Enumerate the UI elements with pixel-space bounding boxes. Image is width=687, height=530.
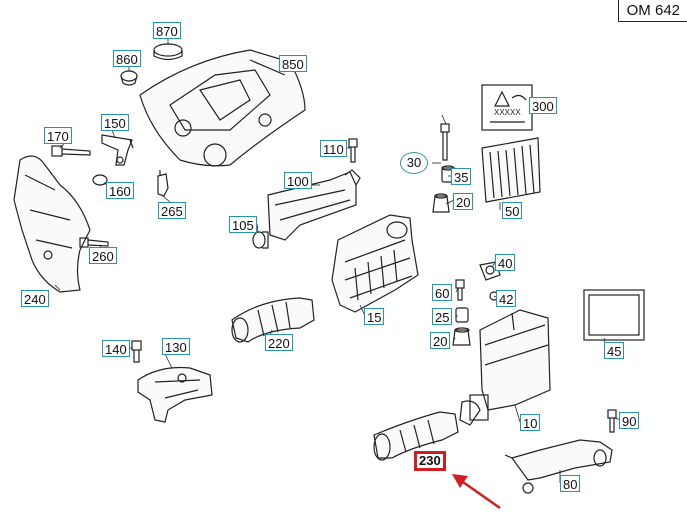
bolt-90 bbox=[607, 409, 617, 433]
filter-panel-45 bbox=[583, 289, 645, 341]
callout-20-lower[interactable]: 20 bbox=[430, 332, 451, 349]
air-filter-housing-15 bbox=[331, 214, 419, 313]
callout-860[interactable]: 860 bbox=[113, 50, 141, 67]
callout-850[interactable]: 850 bbox=[279, 55, 307, 72]
callout-60[interactable]: 60 bbox=[432, 284, 453, 301]
callout-130[interactable]: 130 bbox=[162, 338, 190, 355]
callout-40[interactable]: 40 bbox=[495, 254, 516, 271]
callout-25[interactable]: 25 bbox=[432, 308, 453, 325]
bolt-60 bbox=[455, 279, 465, 301]
hose-220 bbox=[231, 297, 315, 343]
air-filter-housing-10 bbox=[469, 309, 551, 421]
bracket-130 bbox=[137, 366, 213, 423]
sensor-40 bbox=[479, 261, 501, 281]
callout-265[interactable]: 265 bbox=[158, 202, 186, 219]
mount-20-upper bbox=[432, 193, 450, 213]
callout-15[interactable]: 15 bbox=[364, 308, 385, 325]
grommet-160 bbox=[92, 174, 108, 186]
callout-870[interactable]: 870 bbox=[153, 22, 181, 39]
cap-870 bbox=[153, 43, 183, 61]
callout-150[interactable]: 150 bbox=[101, 114, 129, 131]
bolt-260 bbox=[79, 237, 109, 248]
callout-300[interactable]: 300 bbox=[529, 97, 557, 114]
filter-element-50 bbox=[481, 137, 541, 203]
engine-cover-850 bbox=[139, 49, 306, 167]
intake-duct-100 bbox=[267, 169, 361, 241]
bolt-140 bbox=[131, 340, 142, 363]
bracket-80 bbox=[504, 439, 613, 494]
mount-20-lower bbox=[452, 327, 471, 346]
callout-105[interactable]: 105 bbox=[229, 216, 257, 233]
warning-label-text: XXXXX bbox=[494, 108, 521, 117]
model-badge: OM 642 bbox=[617, 0, 687, 22]
callout-42[interactable]: 42 bbox=[496, 290, 517, 307]
clip-265 bbox=[157, 170, 169, 197]
callout-80[interactable]: 80 bbox=[560, 475, 581, 492]
callout-10[interactable]: 10 bbox=[520, 414, 541, 431]
callout-240[interactable]: 240 bbox=[21, 290, 49, 307]
bolt-110 bbox=[348, 138, 358, 163]
bracket-150 bbox=[101, 134, 134, 166]
bracket-240 bbox=[13, 155, 91, 293]
callout-160[interactable]: 160 bbox=[106, 182, 134, 199]
highlight-arrow bbox=[452, 474, 501, 510]
grommet-860 bbox=[120, 70, 138, 86]
callout-230[interactable]: 230 bbox=[414, 451, 446, 471]
bolt-30 bbox=[440, 123, 450, 161]
hose-230 bbox=[373, 400, 481, 461]
callout-140[interactable]: 140 bbox=[102, 340, 130, 357]
callout-50[interactable]: 50 bbox=[502, 202, 523, 219]
callout-100[interactable]: 100 bbox=[284, 172, 312, 189]
callout-110[interactable]: 110 bbox=[320, 140, 347, 157]
callout-170[interactable]: 170 bbox=[44, 127, 72, 144]
bushing-25 bbox=[455, 307, 469, 323]
callout-30[interactable]: 30 bbox=[400, 152, 428, 174]
bolt-170 bbox=[51, 145, 91, 157]
callout-260[interactable]: 260 bbox=[89, 247, 117, 264]
callout-20-upper[interactable]: 20 bbox=[453, 193, 474, 210]
callout-35[interactable]: 35 bbox=[451, 168, 472, 185]
callout-220[interactable]: 220 bbox=[265, 334, 293, 351]
clamp-105 bbox=[252, 231, 269, 249]
callout-45[interactable]: 45 bbox=[604, 342, 625, 359]
callout-90[interactable]: 90 bbox=[619, 412, 640, 429]
